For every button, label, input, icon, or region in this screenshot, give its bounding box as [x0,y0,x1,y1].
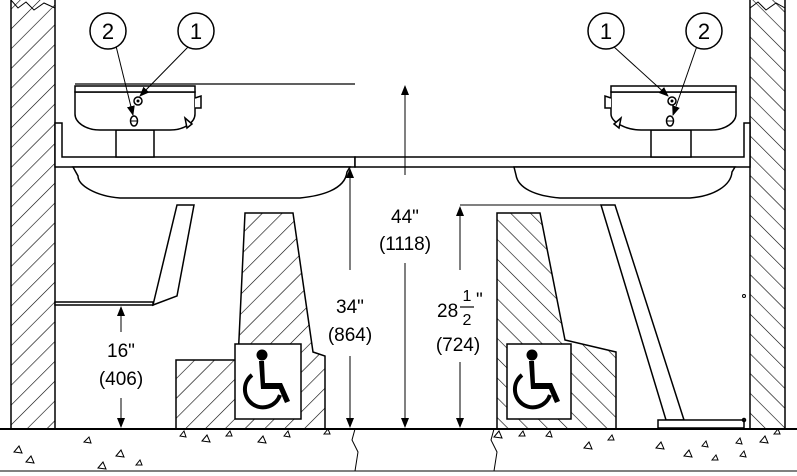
dim-16-imperial: 16" [107,341,135,362]
svg-text:1: 1 [600,19,612,44]
svg-text:2: 2 [698,19,710,44]
dim-34-imperial: 34" [336,297,364,318]
callout-left-1: 1 [177,12,215,50]
wheelchair-accessible-icon [242,349,290,410]
floor [0,428,797,472]
left-fountain [54,83,356,307]
right-basin [513,166,737,199]
dim-28-half-imperial: 28 1 2 " [437,288,483,329]
right-fountain [354,85,751,429]
svg-text:28: 28 [437,301,458,322]
dim-44-imperial: 44" [391,207,419,228]
floor-aggregate [13,428,781,470]
left-apron [54,301,154,306]
svg-text:": " [476,290,483,311]
dimension-lines [117,85,601,428]
dim-44-metric: (1118) [379,234,431,255]
left-pedestal-block [175,212,326,430]
right-mounting-bracket [354,122,751,168]
callout-left-2: 2 [89,12,127,50]
right-wall [742,0,786,429]
wheelchair-accessible-icon [512,349,560,410]
svg-text:2: 2 [102,19,114,44]
left-trap-arm [151,204,195,307]
svg-text:1: 1 [463,288,472,305]
dim-34-metric: (864) [328,325,372,346]
callout-right-1: 1 [587,12,625,50]
svg-text:2: 2 [463,312,472,329]
callout-right-2: 2 [685,12,723,50]
right-trap-foot [657,419,745,429]
left-wall [10,0,56,429]
svg-text:1: 1 [190,19,202,44]
left-cooler-housing [74,91,196,131]
dim-28-half-metric: (724) [436,335,480,356]
dim-16-metric: (406) [99,369,143,390]
left-basin [71,166,352,199]
right-pedestal-neck [650,129,692,158]
callout-leaders [115,45,698,116]
left-pedestal-neck [115,129,155,158]
